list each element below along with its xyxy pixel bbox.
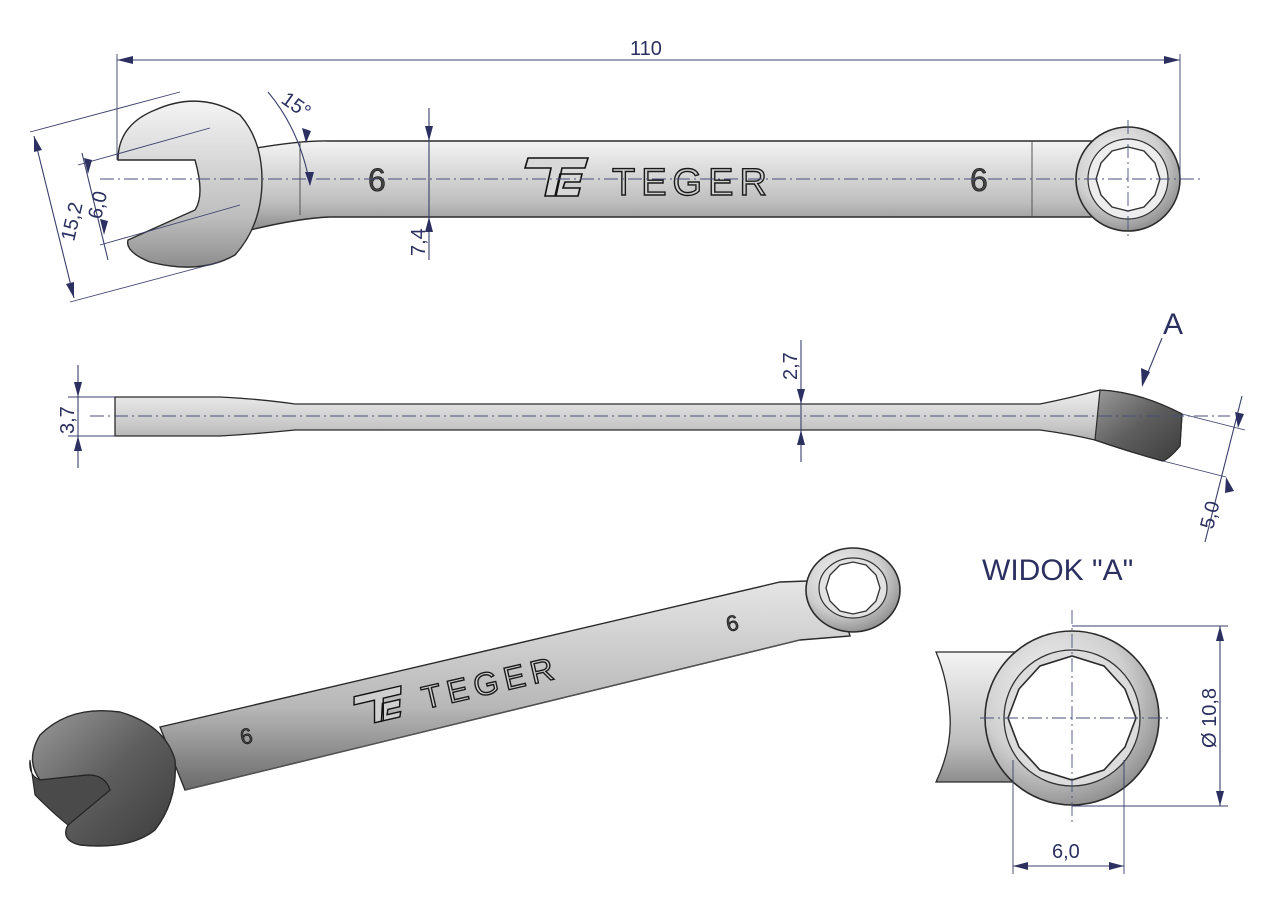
perspective-view: 6 6 TEGER	[29, 547, 901, 847]
head-width-label: 15,2	[57, 200, 87, 243]
view-a-indicator: A	[1141, 308, 1183, 387]
wrench-side-profile	[114, 389, 1183, 462]
side-view	[90, 389, 1230, 462]
detail-view-a: WIDOK "A"	[934, 554, 1170, 825]
size-mark-left: 6	[368, 162, 386, 198]
open-end-head	[117, 100, 263, 268]
teger-logo-top: TEGER	[523, 157, 773, 205]
dimension-jaw-opening: 6,0	[77, 127, 241, 261]
perspective-ring-socket	[825, 561, 881, 615]
jaw-opening-label: 6,0	[84, 189, 112, 221]
dimension-jaw-thickness: 3,7	[57, 365, 115, 468]
jaw-thickness-label: 3,7	[57, 406, 79, 434]
ring-diameter-label: Ø 10,8	[1199, 688, 1221, 748]
teger-logo-mark	[523, 157, 590, 197]
ring-thickness-label: 5,0	[1197, 499, 1225, 531]
teger-logo-mark-perspective	[353, 684, 402, 724]
perspective-open-end-face	[29, 759, 111, 826]
detail-view-title: WIDOK "A"	[982, 554, 1133, 587]
dimension-head-width: 15,2	[29, 91, 221, 303]
perspective-size-mark-right: 6	[724, 610, 742, 637]
brand-name-top: TEGER	[612, 162, 773, 204]
dimension-shank-thickness: 2,7	[780, 340, 805, 462]
dimension-ring-diameter: Ø 10,8	[1072, 625, 1228, 807]
dimension-shank-width: 7,4	[408, 108, 433, 260]
top-view: 6 6 TEGER	[100, 100, 1200, 268]
view-a-letter: A	[1163, 308, 1183, 341]
ring-size-label: 6,0	[1052, 841, 1080, 863]
perspective-size-mark-left: 6	[238, 723, 256, 750]
perspective-shank-edge	[184, 639, 801, 791]
ring-side-face	[1094, 389, 1183, 462]
jaw-angle-label: 15°	[277, 88, 314, 123]
shank-thickness-label: 2,7	[780, 352, 802, 380]
dimension-overall-length: 110	[116, 38, 1181, 180]
dimension-ring-size: 6,0	[1012, 760, 1125, 874]
shank-width-label: 7,4	[408, 228, 430, 256]
size-mark-right: 6	[970, 162, 988, 198]
overall-length-label: 110	[630, 38, 662, 60]
